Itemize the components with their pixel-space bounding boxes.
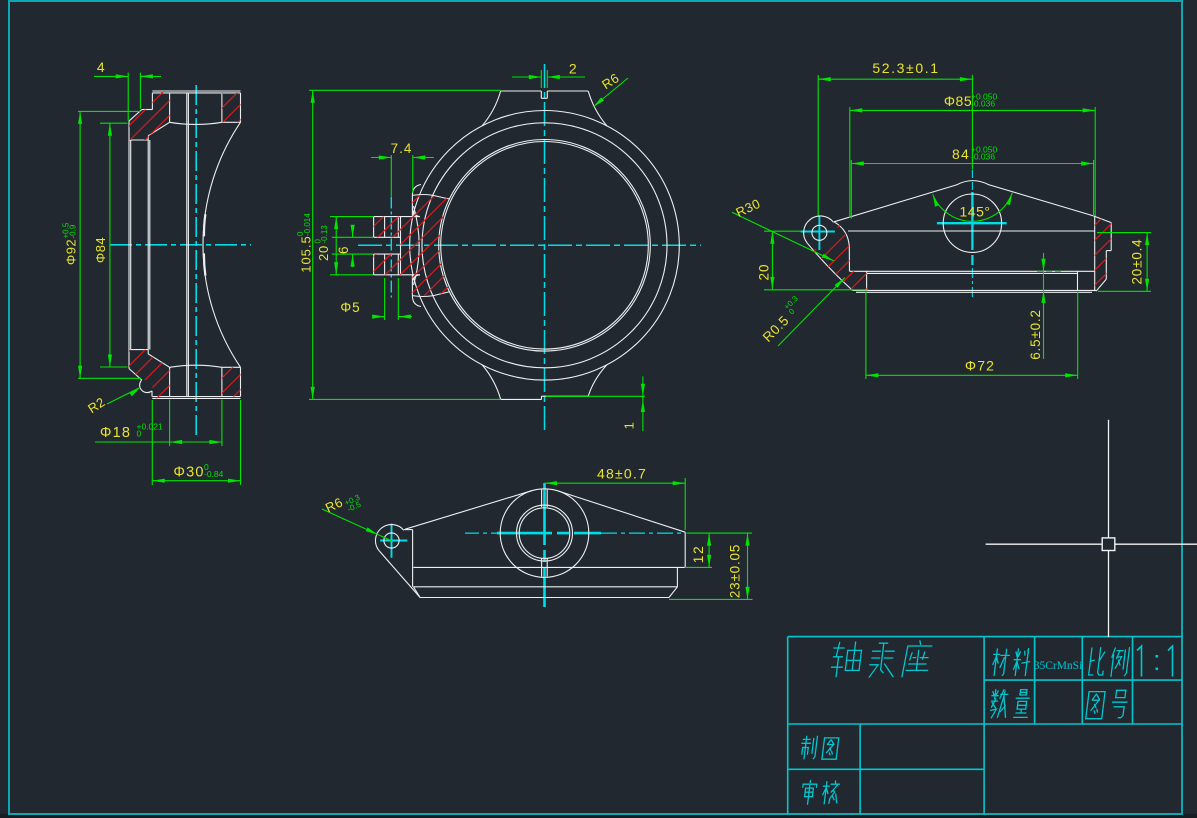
svg-text:84: 84	[952, 146, 970, 162]
svg-text:0: 0	[313, 239, 322, 244]
svg-text:+0.5: +0.5	[62, 222, 71, 238]
svg-text:-0.13: -0.13	[320, 225, 329, 244]
svg-text:R6: R6	[323, 494, 345, 515]
svg-text:105.5: 105.5	[299, 235, 314, 273]
svg-text:0: 0	[296, 231, 305, 236]
svg-text:Φ92: Φ92	[64, 239, 79, 265]
svg-text:-0.9: -0.9	[68, 224, 77, 238]
svg-text:+0.021: +0.021	[137, 421, 164, 431]
svg-text:2: 2	[569, 61, 577, 77]
svg-text:-0.84: -0.84	[204, 469, 224, 479]
svg-text:+0.050: +0.050	[971, 91, 998, 101]
svg-text:6: 6	[336, 246, 351, 254]
svg-text:-0.014: -0.014	[303, 213, 312, 236]
svg-text:23±0.05: 23±0.05	[728, 544, 743, 598]
svg-text:35CrMnSi: 35CrMnSi	[1034, 660, 1083, 672]
svg-text:20: 20	[316, 245, 331, 261]
svg-text:1: 1	[622, 422, 637, 430]
svg-text:0: 0	[137, 429, 142, 439]
svg-text:4: 4	[97, 59, 105, 75]
svg-text:6.5±0.2: 6.5±0.2	[1028, 309, 1043, 360]
svg-text:7.4: 7.4	[391, 141, 413, 156]
svg-text:-0.036: -0.036	[971, 99, 995, 109]
svg-text:Φ85: Φ85	[944, 93, 972, 109]
svg-text:-0.036: -0.036	[971, 152, 995, 162]
svg-text:Φ84: Φ84	[93, 237, 108, 263]
svg-text:48±0.7: 48±0.7	[597, 466, 647, 482]
svg-text:0: 0	[787, 307, 797, 317]
svg-text:20±0.4: 20±0.4	[1130, 239, 1145, 285]
svg-text:Φ5: Φ5	[340, 300, 360, 315]
svg-text:145°: 145°	[960, 204, 991, 220]
svg-text:0: 0	[204, 462, 209, 472]
svg-text:Φ30: Φ30	[173, 465, 204, 481]
svg-text:+0.050: +0.050	[971, 144, 998, 154]
svg-text:Φ72: Φ72	[965, 358, 995, 374]
svg-text:Φ18: Φ18	[100, 425, 131, 441]
svg-text:20: 20	[757, 263, 772, 280]
svg-text:12: 12	[690, 545, 706, 564]
svg-text:52.3±0.1: 52.3±0.1	[872, 60, 939, 76]
